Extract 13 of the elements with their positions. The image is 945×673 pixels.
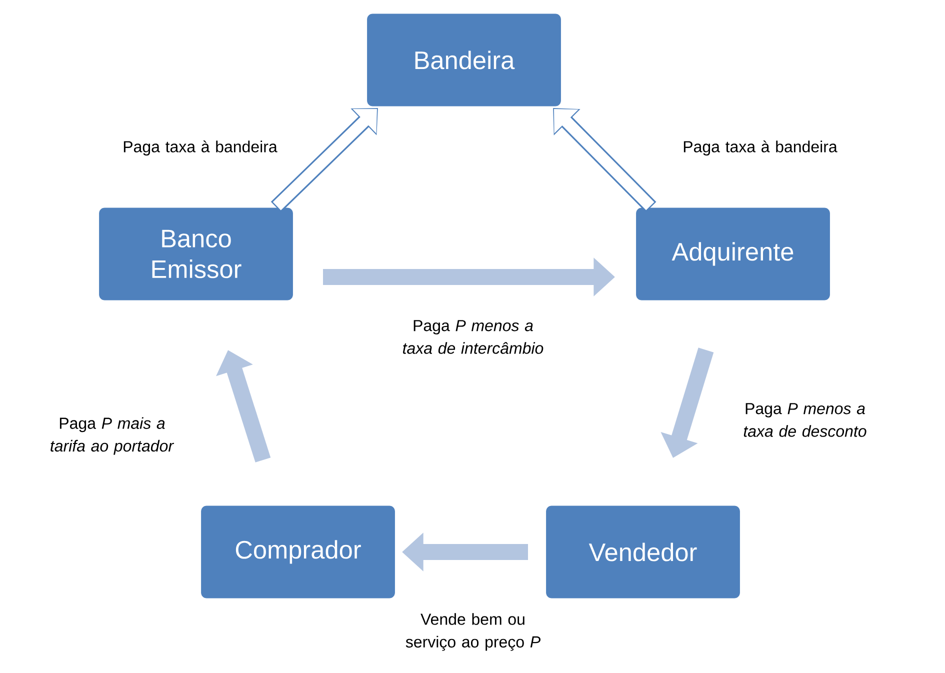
edge-label: Paga taxa à bandeira bbox=[124, 140, 278, 156]
process-box: Adquirente bbox=[636, 208, 830, 300]
process-box: Comprador bbox=[201, 506, 395, 598]
block-arrow bbox=[270, 108, 378, 212]
process-box: Bandeira bbox=[367, 14, 561, 106]
edge-label: Paga P mais a tarifa ao portador bbox=[50, 417, 174, 455]
edge-label: Vende bem ou serviço ao preço P bbox=[406, 613, 540, 651]
edge-label: Paga taxa à bandeira bbox=[684, 140, 838, 156]
edge-label: Paga P menos a taxa de desconto bbox=[744, 403, 866, 437]
process-box: Vendedor bbox=[546, 506, 740, 598]
process-box: Banco Emissor bbox=[99, 208, 293, 300]
edge-label: Paga P menos a taxa de intercâmbio bbox=[403, 320, 544, 354]
block-arrow bbox=[553, 108, 656, 212]
